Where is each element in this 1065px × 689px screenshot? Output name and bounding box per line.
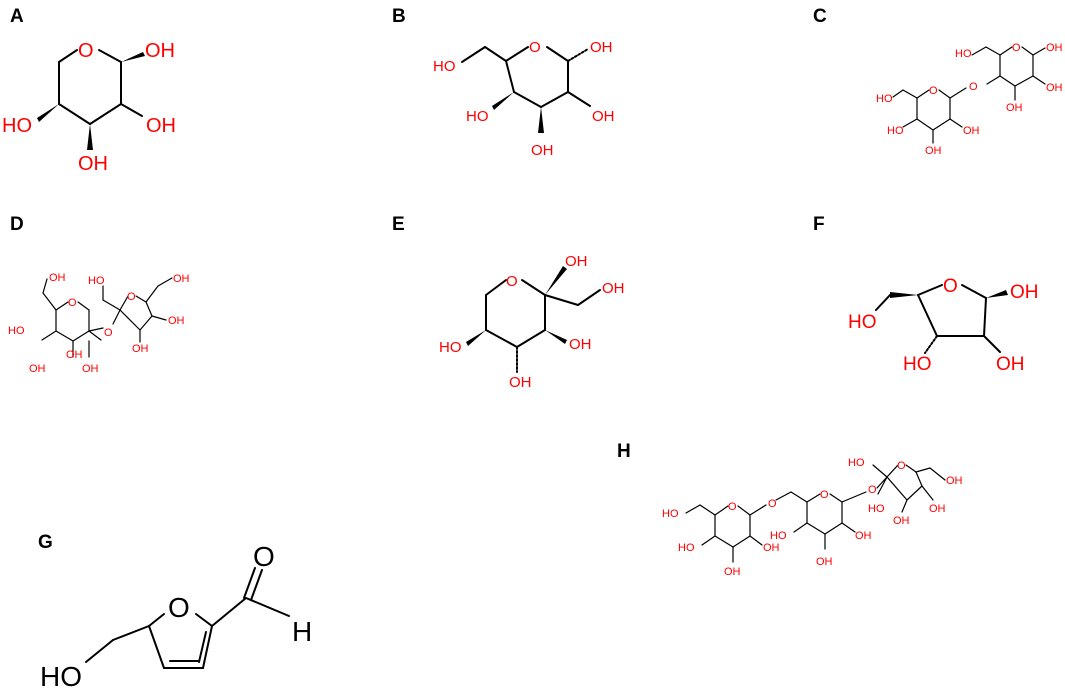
atom-oh: OH — [78, 153, 108, 175]
atom-h: H — [292, 616, 312, 647]
atom-ho: HO — [848, 457, 865, 469]
atom-oh: OH — [565, 253, 588, 270]
atom-ho: HO — [40, 661, 82, 689]
atom-oh: OH — [893, 515, 910, 527]
panel-label-a: A — [10, 6, 24, 27]
panel-label-g: G — [38, 532, 53, 553]
atom-o: O — [943, 276, 958, 297]
atom-o: O — [728, 501, 737, 513]
atom-ho: HO — [848, 312, 877, 333]
atom-ho: HO — [88, 275, 105, 287]
atom-ho: HO — [903, 354, 932, 375]
atom-oh: OH — [168, 315, 185, 327]
atom-oh: OH — [1006, 102, 1023, 114]
atom-ho: HO — [876, 93, 893, 105]
atom-ho: HO — [466, 108, 489, 125]
atom-oh: OH — [929, 503, 946, 515]
structure-b: O OH HO OH OH HO — [433, 39, 615, 159]
atom-ho: HO — [439, 339, 462, 356]
atom-oh: OH — [569, 336, 592, 353]
atom-ho: HO — [868, 503, 885, 515]
atom-oh: OH — [925, 145, 942, 157]
atom-oh: OH — [1046, 42, 1063, 54]
atom-o: O — [127, 291, 136, 303]
atom-o: O — [104, 327, 113, 339]
atom-oh: OH — [1010, 282, 1039, 303]
atom-o: O — [529, 39, 541, 56]
structure-e: O OH OH OH OH HO — [439, 253, 625, 391]
atom-o: O — [969, 81, 978, 93]
atom-oh: OH — [963, 125, 980, 137]
panel-label-e: E — [392, 214, 405, 235]
atom-ho: HO — [2, 115, 32, 137]
atom-oh: OH — [173, 273, 190, 285]
atom-o: O — [929, 85, 938, 97]
panel-label-f: F — [813, 214, 825, 235]
atom-oh: OH — [82, 363, 99, 375]
atom-oh: OH — [66, 349, 83, 361]
structure-h: O HO O HO OH OH O HO OH OH O HO O OH OH … — [662, 457, 963, 578]
structure-d: OH O HO OH OH OH O HO O OH OH OH — [8, 272, 190, 375]
atom-ho: HO — [887, 125, 904, 137]
atom-o: O — [1012, 42, 1021, 54]
panel-label-d: D — [10, 214, 24, 235]
atom-oh: OH — [996, 354, 1025, 375]
atom-oh: OH — [763, 542, 780, 554]
atom-ho: HO — [678, 542, 695, 554]
atom-oh: OH — [29, 363, 46, 375]
atom-oh: OH — [509, 374, 532, 391]
atom-oh: OH — [531, 142, 554, 159]
atom-o: O — [78, 40, 94, 62]
atom-o: O — [506, 273, 518, 290]
atom-ho: HO — [955, 48, 972, 60]
atom-o: O — [868, 484, 877, 496]
panel-label-h: H — [617, 441, 631, 462]
atom-oh: OH — [724, 566, 741, 578]
structure-a: O OH OH OH HO — [2, 40, 176, 175]
atom-oh: OH — [602, 280, 625, 297]
atom-o: O — [820, 489, 829, 501]
atom-oh: OH — [816, 556, 833, 568]
atom-oh: OH — [946, 475, 963, 487]
atom-ho: HO — [8, 325, 25, 337]
atom-oh: OH — [592, 108, 615, 125]
atom-oh: OH — [590, 39, 613, 56]
atom-oh: OH — [1046, 82, 1063, 94]
panel-label-c: C — [813, 6, 827, 27]
atom-ho: HO — [770, 530, 787, 542]
atom-oh: OH — [145, 40, 175, 62]
structure-c: O OH HO OH OH O O HO OH OH HO — [876, 42, 1063, 157]
atom-o: O — [253, 541, 275, 572]
structure-g: O O H HO — [40, 541, 312, 689]
atom-oh: OH — [49, 272, 66, 284]
atom-oh: OH — [855, 530, 872, 542]
panel-label-b: B — [392, 6, 406, 27]
atom-oh: OH — [146, 115, 176, 137]
atom-o: O — [897, 460, 906, 472]
atom-oh: OH — [132, 343, 149, 355]
atom-o: O — [168, 592, 190, 623]
atom-o: O — [68, 297, 77, 309]
atom-ho: HO — [433, 58, 456, 75]
atom-ho: HO — [662, 508, 679, 520]
structure-f: O OH HO HO OH — [848, 276, 1039, 375]
atom-o: O — [768, 498, 777, 510]
